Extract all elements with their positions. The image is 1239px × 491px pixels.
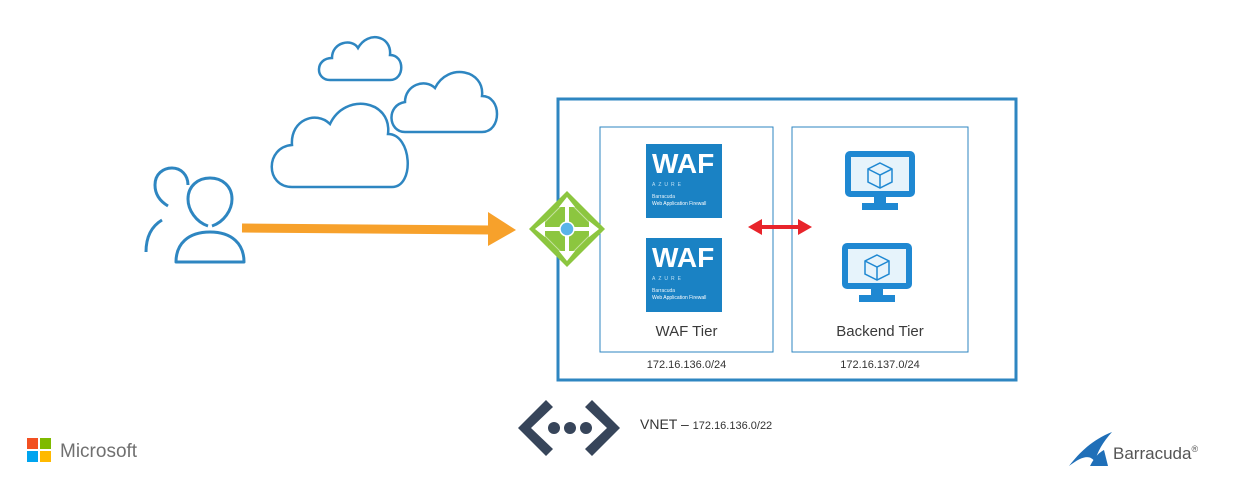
vnet-icon xyxy=(518,400,620,456)
traffic-arrow xyxy=(241,212,516,246)
waf-card-title: WAF xyxy=(652,242,715,273)
waf-card-vendor: Barracuda xyxy=(652,194,676,200)
waf-card-vendor: Barracuda xyxy=(652,288,676,294)
cloud-icon xyxy=(270,102,409,189)
backend-tier-box xyxy=(791,126,969,353)
load-balancer-icon xyxy=(529,191,605,267)
waf-card-title: WAF xyxy=(652,148,715,179)
virtual-machine-icon xyxy=(845,151,915,210)
users-icon xyxy=(144,166,246,264)
waf-card-azure: AZURE xyxy=(652,276,684,282)
vnet-cidr: 172.16.136.0/22 xyxy=(692,420,773,432)
waf-appliance-card: WAF AZURE Barracuda Web Application Fire… xyxy=(646,144,722,218)
waf-card-azure: AZURE xyxy=(652,182,684,188)
cloud-icon xyxy=(390,70,499,134)
virtual-machine-icon xyxy=(842,243,912,302)
barracuda-logo-text: Barracuda® xyxy=(1113,444,1198,464)
waf-card-product: Web Application Firewall xyxy=(652,295,707,301)
registered-mark: ® xyxy=(1191,444,1199,454)
microsoft-logo-text: Microsoft xyxy=(60,441,138,462)
waf-appliance-card: WAF AZURE Barracuda Web Application Fire… xyxy=(646,238,722,312)
backend-subnet: 172.16.137.0/24 xyxy=(840,359,920,371)
waf-tier-label: WAF Tier xyxy=(655,323,718,340)
vnet-label-text: VNET – xyxy=(640,416,693,432)
waf-subnet: 172.16.136.0/24 xyxy=(646,359,727,371)
bidirectional-arrow xyxy=(748,219,812,235)
barracuda-wordmark: Barracuda xyxy=(1113,444,1192,463)
waf-tier-box xyxy=(599,126,774,353)
microsoft-logo-icon xyxy=(27,438,51,462)
backend-tier-label: Backend Tier xyxy=(836,323,924,340)
vnet-label: VNET – 172.16.136.0/22 xyxy=(640,416,772,432)
cloud-icon xyxy=(317,36,403,82)
waf-card-product: Web Application Firewall xyxy=(652,201,707,207)
barracuda-logo-icon xyxy=(1069,432,1112,466)
